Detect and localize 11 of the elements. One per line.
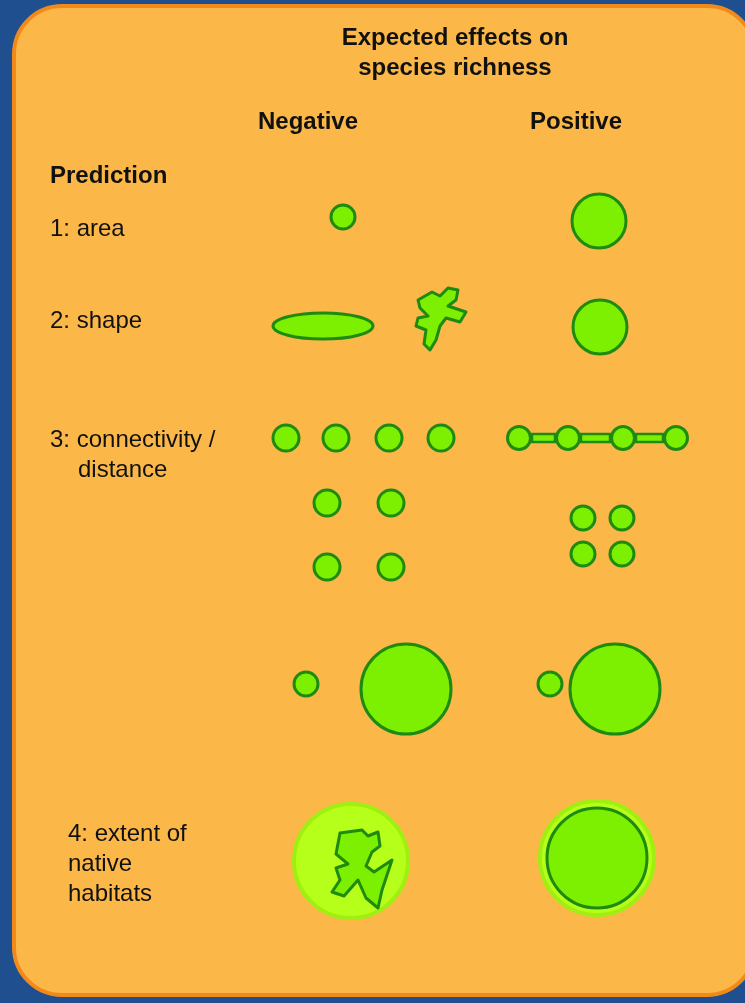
- corridor: [530, 432, 557, 444]
- corridor: [634, 432, 665, 444]
- column-heading: Positive: [530, 106, 624, 136]
- row-label: 3: connectivity / distance: [50, 424, 217, 484]
- row-label: 2: shape: [50, 305, 144, 335]
- column-heading: Negative: [258, 106, 360, 136]
- corridor: [579, 432, 612, 444]
- row-label: 1: area: [50, 213, 126, 243]
- title: Expected effects on species richness: [340, 22, 570, 82]
- row-heading: Prediction: [50, 160, 169, 190]
- row-label: 4: extent of native habitats: [68, 818, 188, 908]
